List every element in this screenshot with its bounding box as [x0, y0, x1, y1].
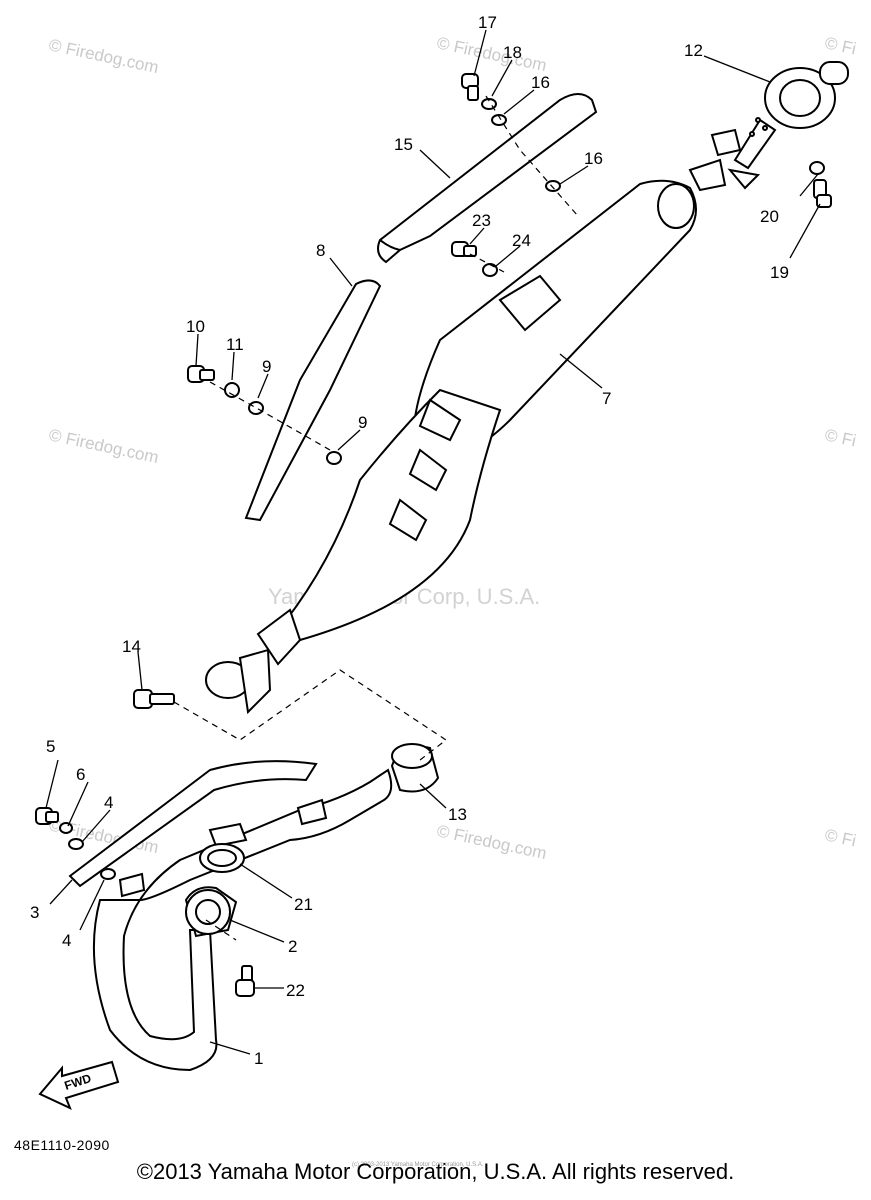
leader-lines [45, 29, 821, 1055]
callout-11: 11 [226, 335, 244, 354]
callout-labels: 17 18 16 12 15 16 20 19 23 24 8 10 11 9 … [30, 13, 789, 1068]
part-washer-6 [59, 822, 73, 834]
part-bolt-5 [35, 807, 59, 825]
copyright-footer: ©2013 Yamaha Motor Corporation, U.S.A. A… [136, 1159, 735, 1184]
callout-3: 3 [30, 903, 39, 922]
callout-22: 22 [286, 981, 305, 1000]
callout-12: 12 [684, 41, 703, 60]
part-flange-2 [184, 886, 238, 938]
part-exhaust-pipe [92, 768, 393, 1072]
part-nut-22 [235, 965, 255, 997]
callout-13: 13 [448, 805, 467, 824]
watermark-firedog: © Firedog.com [435, 821, 548, 863]
part-end-cap [688, 61, 849, 192]
callout-7: 7 [602, 389, 611, 408]
watermark-small-print: (c) 2003-2013 Yamaha Motor Corporation, … [352, 1162, 484, 1168]
callout-16-b: 16 [584, 149, 603, 168]
part-muffler [205, 179, 697, 715]
fwd-arrow-icon: FWD [38, 1060, 120, 1110]
part-heat-shield-upper [377, 93, 598, 264]
callout-23: 23 [472, 211, 491, 230]
part-gasket-21 [199, 843, 245, 873]
part-washer-24 [482, 263, 498, 277]
callout-19: 19 [770, 263, 789, 282]
callout-9-b: 9 [358, 413, 367, 432]
callout-21: 21 [294, 895, 313, 914]
part-grommet-9 [248, 401, 342, 465]
callout-20: 20 [760, 207, 779, 226]
callout-17: 17 [478, 13, 497, 32]
part-bolt-17 [461, 73, 479, 101]
part-bolt-23 [451, 241, 477, 257]
part-grommet-4 [68, 838, 116, 880]
callout-24: 24 [512, 231, 531, 250]
part-bolt-10 [187, 365, 215, 383]
watermark-firedog: © Fi [823, 825, 858, 850]
callout-5: 5 [46, 737, 55, 756]
assembly-lines [173, 95, 579, 941]
callout-15: 15 [394, 135, 413, 154]
callout-16: 16 [531, 73, 550, 92]
callout-1: 1 [254, 1049, 263, 1068]
watermark-firedog: © Firedog.com [47, 35, 160, 77]
callout-14: 14 [122, 637, 141, 656]
watermark-firedog: © Fi [823, 425, 858, 450]
watermark-firedog: © Firedog.com [47, 425, 160, 467]
part-heat-shield-lower [244, 279, 382, 522]
part-washer-20 [809, 161, 825, 175]
callout-6: 6 [76, 765, 85, 784]
callout-4-b: 4 [62, 931, 71, 950]
callout-10: 10 [186, 317, 205, 336]
part-bolt-14 [133, 689, 175, 709]
part-heat-guard-3 [68, 760, 318, 888]
callout-8: 8 [316, 241, 325, 260]
part-bolt-19 [813, 179, 832, 208]
part-gasket-13 [390, 743, 440, 793]
part-grommet-16 [491, 114, 561, 192]
callout-9-a: 9 [262, 357, 271, 376]
watermark-firedog: © Fi [823, 33, 858, 58]
callout-2: 2 [288, 937, 297, 956]
callout-4-a: 4 [104, 793, 113, 812]
watermark-firedog: © Firedog.com [435, 33, 548, 75]
part-code: 48E1110-2090 [14, 1137, 110, 1153]
callout-18: 18 [503, 43, 522, 62]
